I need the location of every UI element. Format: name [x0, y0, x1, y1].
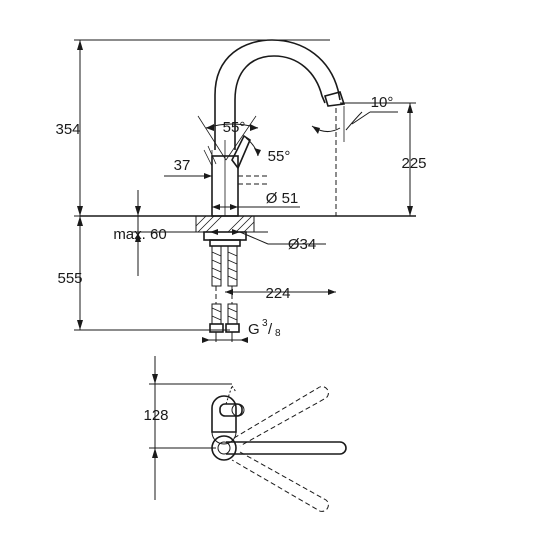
hose-length-label: 555 [57, 270, 82, 287]
lever [203, 134, 251, 170]
deck-thickness-label: max. 60 [113, 226, 166, 243]
spout-reach-dimension [225, 289, 336, 295]
hole-diameter-dimension [210, 229, 326, 245]
connection-thread-slash: / [268, 321, 273, 338]
connection-thread-prefix: G [248, 321, 260, 338]
spout-tilt-annotation [311, 111, 398, 134]
spout-height-dimension [340, 102, 416, 216]
plan-spout-center [211, 435, 347, 461]
plan-body [211, 385, 245, 445]
connection-thread-dimension [202, 337, 248, 343]
plan-spout-swivel [231, 386, 329, 512]
flexible-hoses [209, 245, 240, 342]
lever-angle-top-annotation [197, 115, 259, 161]
left-dimension-line [74, 39, 416, 331]
lever-angle-top-label: 55° [223, 119, 246, 136]
total-height-label: 354 [55, 121, 80, 138]
counter-section [195, 215, 255, 247]
spout-height-label: 225 [401, 155, 426, 172]
body-diameter-label: Ø 51 [266, 190, 299, 207]
connection-thread-numerator: 3 [262, 318, 268, 329]
deck-thickness-dimension [132, 190, 196, 276]
spout-tilt-label: 10° [371, 94, 394, 111]
connection-thread-denominator: 8 [275, 328, 281, 339]
lever-offset-label: 37 [174, 157, 191, 174]
plan-offset-label: 128 [143, 407, 168, 424]
hole-diameter-label: Ø34 [288, 236, 316, 253]
spout-reach-label: 224 [265, 285, 290, 302]
body-diameter-dimension [212, 204, 300, 210]
lever-angle-side-annotation [245, 137, 261, 157]
plan-offset-dimension [149, 356, 232, 500]
spout [214, 39, 346, 216]
lever-offset-dimension [164, 150, 213, 180]
lever-angle-side-label: 55° [268, 148, 291, 165]
